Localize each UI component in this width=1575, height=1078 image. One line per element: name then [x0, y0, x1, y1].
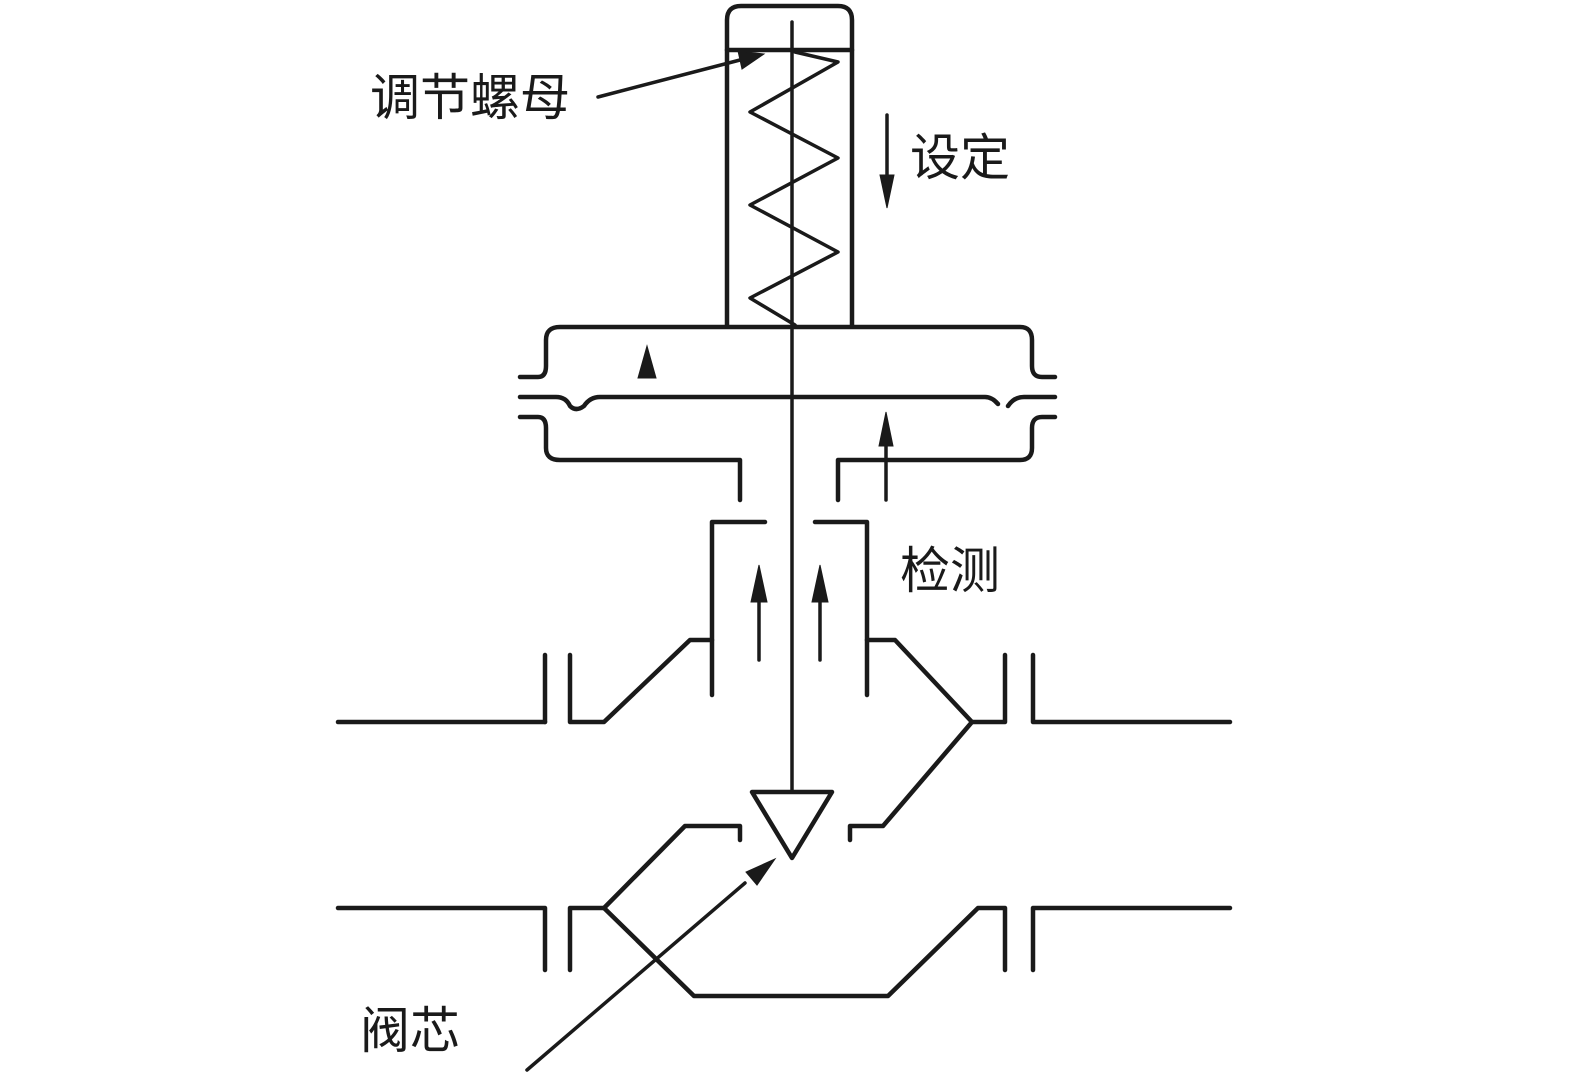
valve-core — [749, 789, 835, 861]
adjusting-nut-leader — [596, 50, 766, 99]
flow-arrow-left-icon — [750, 564, 768, 662]
adjusting-nut-label: 调节螺母 — [370, 69, 570, 127]
valve-body — [335, 637, 1233, 999]
spring — [748, 50, 840, 327]
valve-core-label: 阀芯 — [360, 1002, 460, 1060]
chamber-arrow-icon — [637, 344, 657, 379]
flow-arrow-right-icon — [811, 564, 829, 662]
sensing-tube — [709, 519, 870, 698]
setting-label: 设定 — [910, 129, 1010, 187]
detection-arrow-right-icon — [878, 411, 894, 502]
setting-arrow-icon — [879, 113, 895, 209]
valve-core-leader — [525, 857, 777, 1072]
detection-label: 检测 — [900, 542, 1000, 600]
diaphragm-chamber — [517, 324, 1058, 503]
spring-housing — [724, 3, 855, 328]
